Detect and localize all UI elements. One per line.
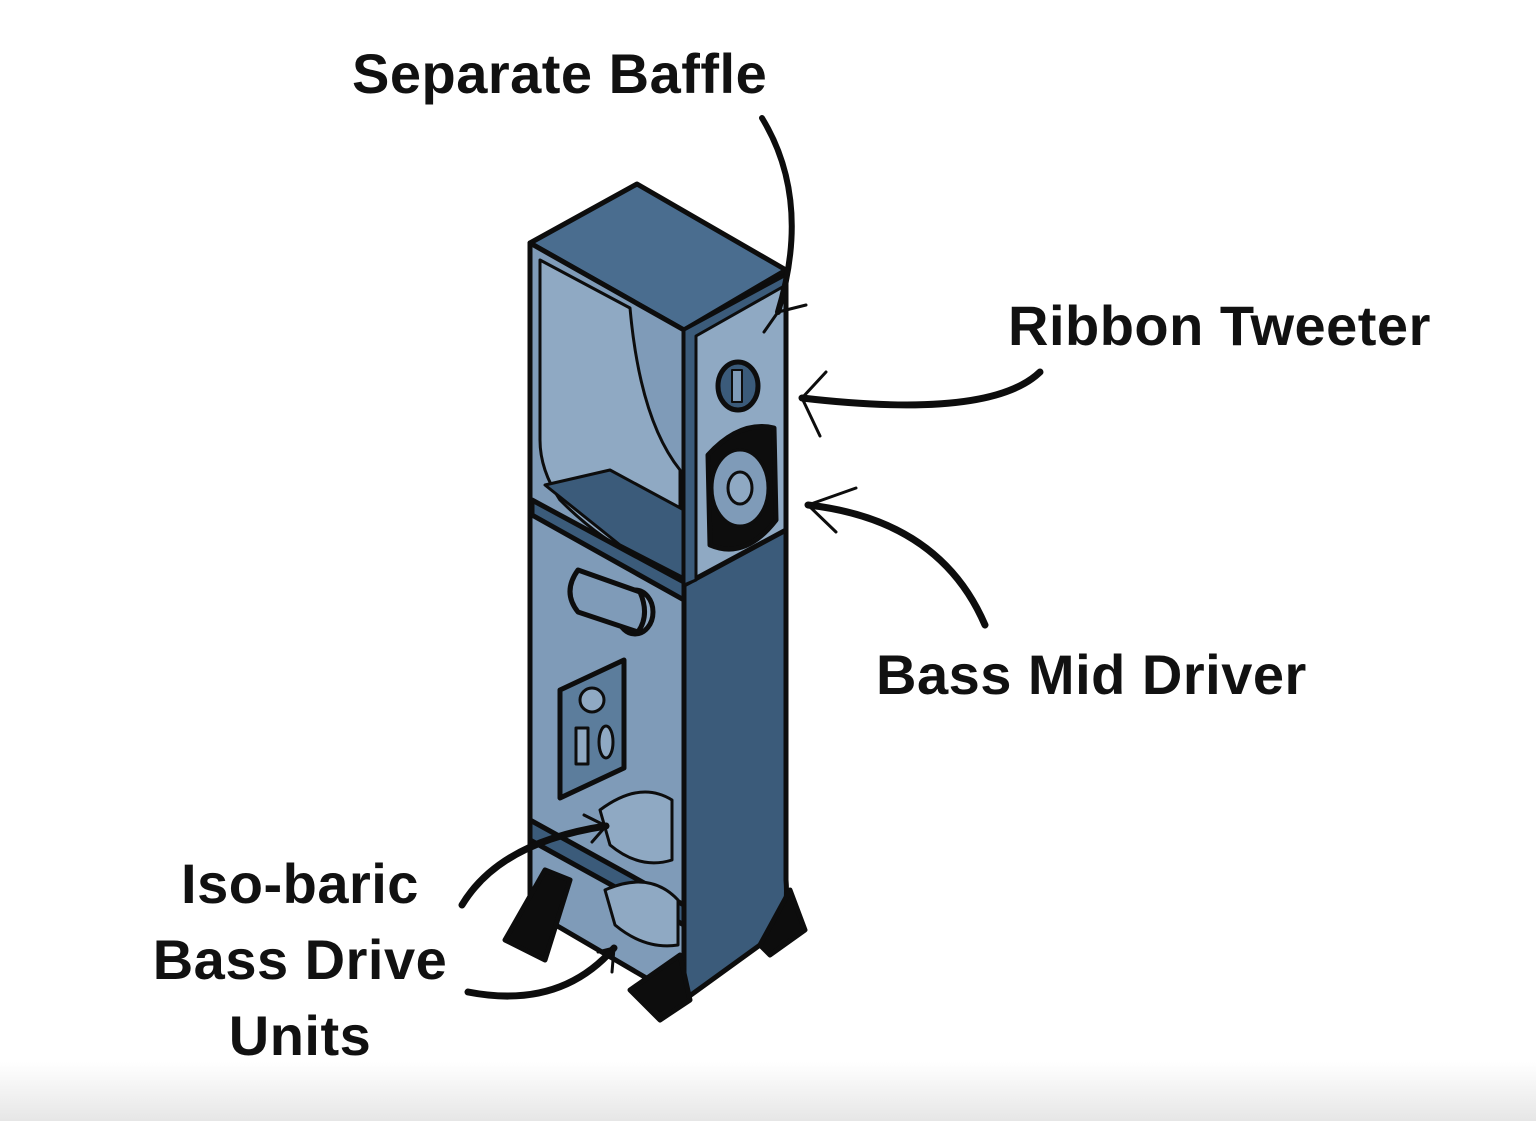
foot-back-right (757, 887, 808, 958)
label-bass-mid-driver: Bass Mid Driver (876, 643, 1307, 706)
callout-iso-lower-line (464, 944, 618, 1000)
label-iso-line-3: Units (228, 1004, 372, 1067)
callout-ribbon-arrow-b (800, 396, 822, 438)
callout-ribbon-arrow-a (800, 370, 828, 400)
foot-back-left (502, 867, 573, 963)
terminal-knob (578, 686, 606, 714)
callout-iso-upper-arrow-a (582, 813, 608, 828)
callout-baffle-arrow-b (762, 310, 780, 334)
terminal-switch (574, 726, 590, 766)
callout-bassmid-line (804, 501, 989, 629)
callout-iso-lower-arrow-a (596, 946, 616, 954)
callout-baffle-line (759, 115, 795, 315)
callout-iso-upper-arrow-b (590, 824, 608, 844)
callout-iso-upper-line (458, 822, 610, 909)
iso-bass-cone-upper (598, 790, 674, 865)
label-ribbon-tweeter: Ribbon Tweeter (1008, 294, 1431, 357)
iso-bass-cone-lower (603, 880, 680, 948)
callout-bassmid-arrow-b (806, 503, 838, 534)
callout-bassmid-arrow-a (806, 486, 858, 507)
label-iso-line-1: Iso-baric (181, 852, 419, 915)
foot-front-left (627, 952, 693, 1023)
terminal-fuse (597, 724, 615, 760)
callout-ribbon-line (798, 368, 1044, 409)
label-iso-baric-bass-drive-units: Iso-baric Bass Drive Units (130, 846, 470, 1074)
ribbon-tweeter-grille (731, 369, 743, 403)
bass-mid-driver-dustcap (726, 470, 754, 506)
port-tube (567, 567, 647, 635)
callout-iso-lower-arrow-b (610, 946, 616, 974)
label-separate-baffle: Separate Baffle (352, 42, 768, 105)
label-iso-line-2: Bass Drive (152, 928, 448, 991)
bottom-fade (0, 1062, 1536, 1121)
callout-baffle-arrow-a (776, 303, 808, 314)
